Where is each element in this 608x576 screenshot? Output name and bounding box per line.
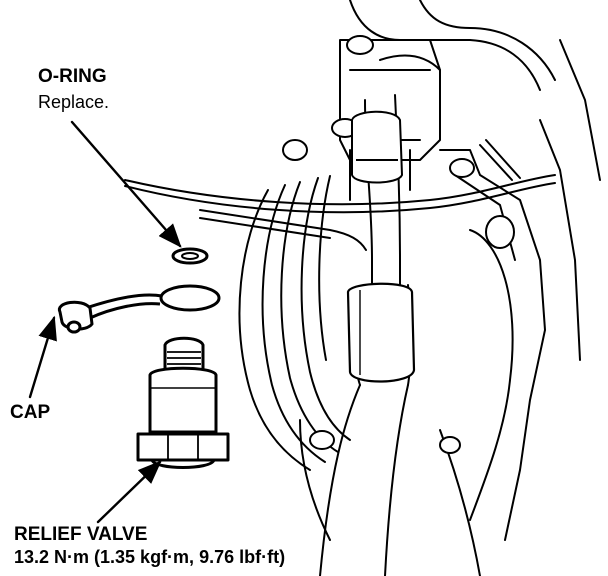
bolt-heads [282, 35, 515, 454]
o-ring-note-label: Replace. [38, 92, 110, 112]
relief-valve-leader-arrow [96, 460, 162, 524]
cables [124, 139, 556, 251]
relief-valve-part [136, 336, 230, 469]
o-ring-label: O-RING [38, 66, 107, 87]
relief-valve-torque-label: 13.2 N·m (1.35 kgf·m, 9.76 lbf·ft) [14, 547, 286, 567]
hose-clamp [346, 282, 416, 383]
cap-part [58, 284, 221, 334]
cap-leader-arrow [28, 315, 57, 399]
relief-valve-label: RELIEF VALVE [14, 524, 148, 545]
leader-arrows [28, 120, 182, 524]
o-ring-leader-arrow [70, 120, 182, 248]
cap-label: CAP [10, 402, 51, 423]
engine-assembly [238, 0, 601, 576]
o-ring [171, 247, 209, 265]
pipe-fitting [351, 110, 404, 184]
